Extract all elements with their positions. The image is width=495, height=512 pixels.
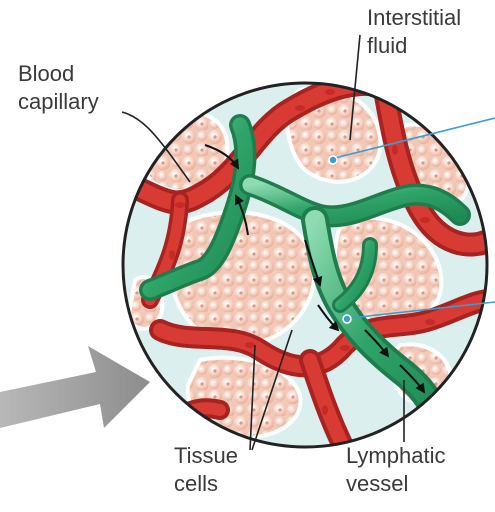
blue-pointer-upper-dot <box>329 156 337 164</box>
label-tissue-cells: Tissue cells <box>174 442 238 498</box>
blue-pointer-lower-dot <box>343 315 351 323</box>
label-tissue-cells-line2: cells <box>174 470 238 498</box>
label-lymphatic-vessel-line2: vessel <box>346 470 445 498</box>
label-interstitial-fluid-line1: Interstitial <box>367 4 461 32</box>
gray-flow-arrow <box>0 346 150 428</box>
label-interstitial-fluid-line2: fluid <box>367 32 461 60</box>
label-lymphatic-vessel: Lymphatic vessel <box>346 442 445 498</box>
label-blood-capillary: Blood capillary <box>18 60 99 116</box>
magnified-tissue-circle <box>120 80 495 460</box>
label-blood-capillary-line1: Blood <box>18 60 99 88</box>
label-lymphatic-vessel-line1: Lymphatic <box>346 442 445 470</box>
label-tissue-cells-line1: Tissue <box>174 442 238 470</box>
label-blood-capillary-line2: capillary <box>18 88 99 116</box>
label-interstitial-fluid: Interstitial fluid <box>367 4 461 60</box>
